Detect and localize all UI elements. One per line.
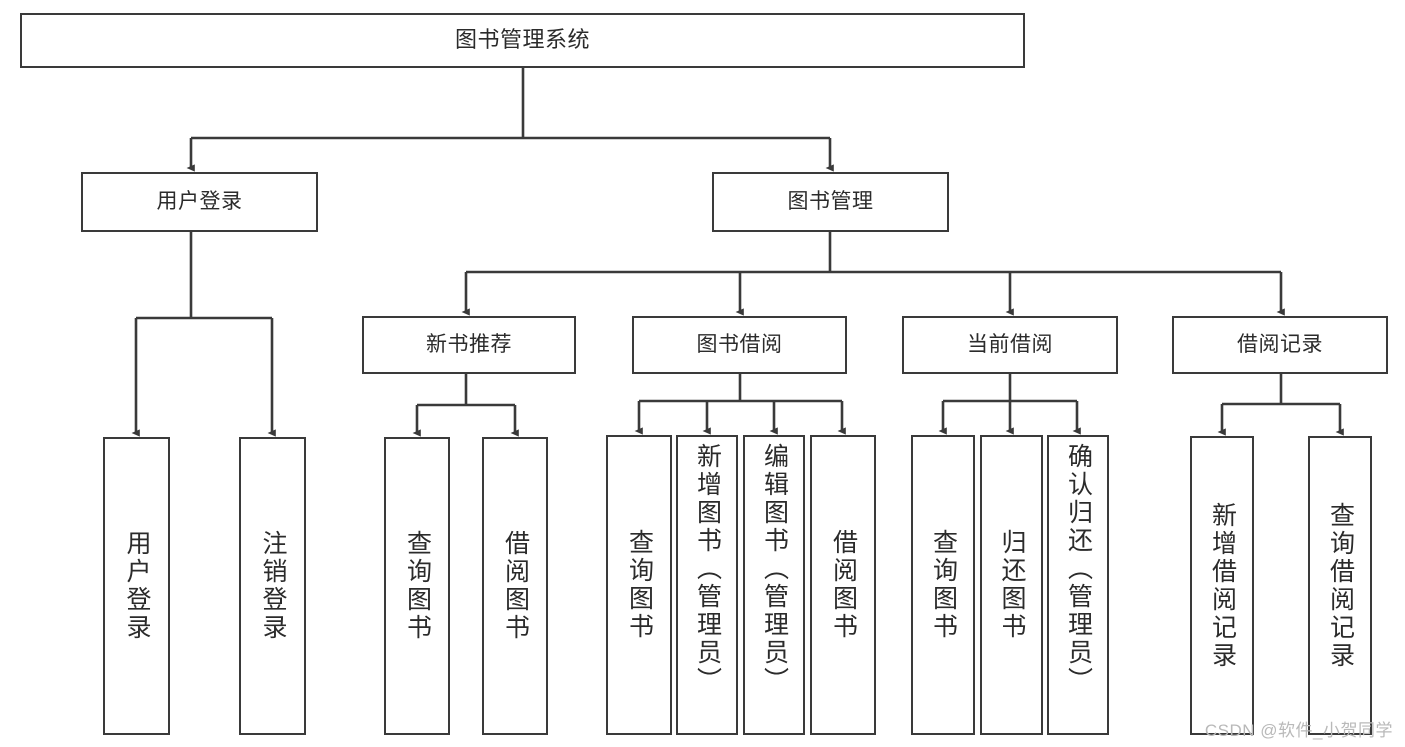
node-leaf-query-book-1-label: 查询图书 xyxy=(403,530,432,642)
node-new-book-rec-label: 新书推荐 xyxy=(426,333,512,357)
node-leaf-confirm-return[interactable]: 确认归还（管理员） xyxy=(1047,435,1109,735)
node-leaf-query-book-2-label: 查询图书 xyxy=(625,529,654,641)
node-leaf-borrow-book-2[interactable]: 借阅图书 xyxy=(810,435,876,735)
node-leaf-query-book-1[interactable]: 查询图书 xyxy=(384,437,450,735)
node-current-borrow-label: 当前借阅 xyxy=(967,333,1053,357)
node-leaf-return-book[interactable]: 归还图书 xyxy=(980,435,1043,735)
node-user-login[interactable]: 用户登录 xyxy=(81,172,318,232)
node-leaf-query-book-2[interactable]: 查询图书 xyxy=(606,435,672,735)
node-leaf-query-book-3[interactable]: 查询图书 xyxy=(911,435,975,735)
node-leaf-add-record-label: 新增借阅记录 xyxy=(1208,501,1237,670)
node-leaf-query-record-label: 查询借阅记录 xyxy=(1326,501,1355,670)
node-leaf-edit-book-label: 编辑图书（管理员） xyxy=(760,443,789,695)
node-leaf-add-record[interactable]: 新增借阅记录 xyxy=(1190,436,1254,735)
node-borrow-record-label: 借阅记录 xyxy=(1237,333,1323,357)
node-current-borrow[interactable]: 当前借阅 xyxy=(902,316,1118,374)
node-book-borrow-label: 图书借阅 xyxy=(696,333,783,357)
node-book-manage-label: 图书管理 xyxy=(787,190,874,214)
node-leaf-borrow-book-1-label: 借阅图书 xyxy=(501,530,530,642)
node-book-manage[interactable]: 图书管理 xyxy=(712,172,949,232)
node-root[interactable]: 图书管理系统 xyxy=(20,13,1025,68)
node-leaf-confirm-return-label: 确认归还（管理员） xyxy=(1064,443,1093,695)
node-book-borrow[interactable]: 图书借阅 xyxy=(632,316,847,374)
node-leaf-borrow-book-2-label: 借阅图书 xyxy=(829,529,858,641)
node-leaf-logout[interactable]: 注销登录 xyxy=(239,437,306,735)
node-leaf-user-login[interactable]: 用户登录 xyxy=(103,437,170,735)
node-new-book-rec[interactable]: 新书推荐 xyxy=(362,316,576,374)
node-borrow-record[interactable]: 借阅记录 xyxy=(1172,316,1388,374)
node-leaf-borrow-book-1[interactable]: 借阅图书 xyxy=(482,437,548,735)
node-leaf-return-book-label: 归还图书 xyxy=(998,529,1026,641)
node-leaf-user-login-label: 用户登录 xyxy=(123,530,151,642)
node-root-label: 图书管理系统 xyxy=(454,27,590,53)
node-user-login-label: 用户登录 xyxy=(156,190,243,214)
csdn-watermark: CSDN @软件_小贺同学 xyxy=(1204,721,1393,740)
node-leaf-edit-book[interactable]: 编辑图书（管理员） xyxy=(743,435,805,735)
node-leaf-query-record[interactable]: 查询借阅记录 xyxy=(1308,436,1372,735)
node-leaf-add-book[interactable]: 新增图书（管理员） xyxy=(676,435,738,735)
node-leaf-add-book-label: 新增图书（管理员） xyxy=(693,443,722,695)
node-leaf-query-book-3-label: 查询图书 xyxy=(929,529,958,641)
node-leaf-logout-label: 注销登录 xyxy=(259,530,287,642)
